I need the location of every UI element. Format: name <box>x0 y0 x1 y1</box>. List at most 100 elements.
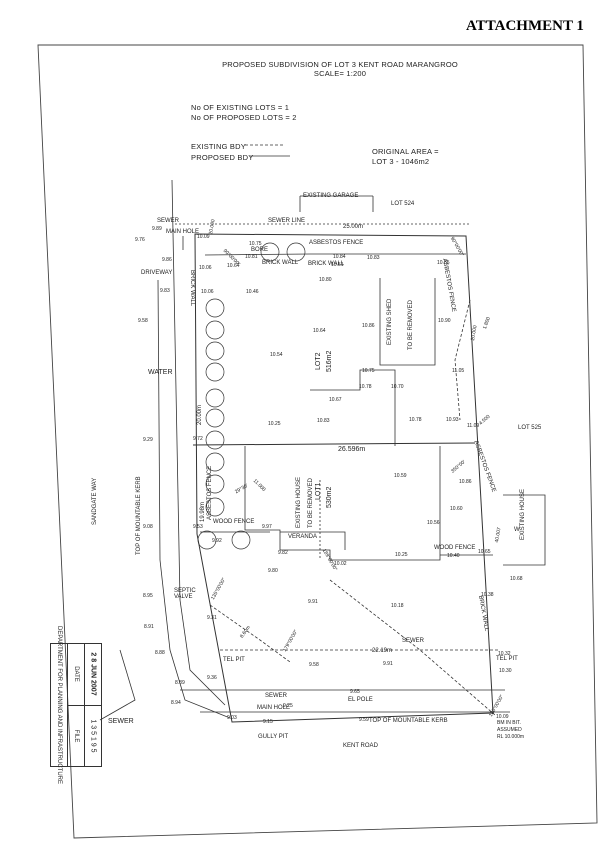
lot-2-area: 516m2 <box>326 350 333 372</box>
existing-house-outline <box>244 446 441 561</box>
lot-524-label: LOT 524 <box>391 201 415 207</box>
stamp-dept: DEPARTMENT FOR PLANNING AND INFRASTRUCTU… <box>56 625 62 785</box>
original-area-value: LOT 3 - 1046m2 <box>372 157 430 166</box>
spot-level: 9.58 <box>138 318 148 324</box>
sewer-left-line <box>99 649 136 721</box>
spot-level: 8.94 <box>171 700 181 706</box>
service-line-1 <box>209 604 291 663</box>
spot-level: 10.64 <box>313 328 326 334</box>
dim-bottom: 22.19m <box>372 648 393 654</box>
spot-level: 9.08 <box>143 524 153 530</box>
kerb-left <box>171 179 226 706</box>
spot-level: 9.80 <box>268 568 278 574</box>
spot-level: 10.09 <box>496 714 509 720</box>
veranda-label: VERANDA <box>288 534 318 540</box>
stamp-file-label: FILE <box>73 729 79 743</box>
spot-level: 10.46 <box>246 289 259 295</box>
septic-valve-label: SEPTIC VALVE <box>174 588 196 600</box>
spot-level: 9.91 <box>308 599 318 605</box>
proposed-dividing-boundary <box>192 442 476 446</box>
spot-level: 10.60 <box>450 506 463 512</box>
department-stamp: DEPARTMENT FOR PLANNING AND INFRASTRUCTU… <box>50 626 102 784</box>
spot-level: 10.70 <box>391 384 404 390</box>
el-pole-label: EL POLE <box>348 697 373 703</box>
existing-shed-label: EXISTING SHED <box>387 298 393 345</box>
water-label: WATER <box>148 369 173 376</box>
driveway-label: DRIVEWAY <box>141 270 173 276</box>
right-offset-line <box>454 299 471 421</box>
spot-level: 9.83 <box>160 288 170 294</box>
spot-level: 10.65 <box>478 549 491 555</box>
existing-garage-label: EXISTING GARAGE <box>303 193 359 199</box>
spot-level: 9.58 <box>309 662 319 668</box>
wood-fence-1-label: WOOD FENCE <box>213 519 255 525</box>
main-hole-top-label: MAIN HOLE <box>166 229 200 235</box>
spot-level: 9.31 <box>207 615 217 621</box>
lot-1-area: 530m2 <box>326 486 333 508</box>
existing-house-right-label: EXISTING HOUSE <box>520 488 526 540</box>
gully-pit-label: GULLY PIT <box>258 734 289 740</box>
stamp-date-label: DATE <box>73 666 79 683</box>
spot-level: 10.81 <box>245 254 258 260</box>
lot-boundary <box>194 233 494 723</box>
spot-level: 10.06 <box>199 265 212 271</box>
spot-level: 10.38 <box>481 592 494 598</box>
shed-outline <box>379 278 436 366</box>
sewer-main-hole-label: SEWER <box>265 693 288 699</box>
veranda-outline <box>280 531 346 550</box>
right-house-outline <box>503 494 546 566</box>
sewer-mid-label: SEWER <box>402 638 425 644</box>
bm-note-2: ASSUMED <box>497 727 522 733</box>
main-hole-bottom-label: MAIN HOLE <box>257 705 291 711</box>
spot-level: 10.90 <box>438 318 451 324</box>
dim-left: 20.00m <box>197 404 203 425</box>
spot-level: 9.97 <box>262 524 272 530</box>
dim-19-98: 19.98m <box>200 501 206 522</box>
proposed-lots-count: No OF PROPOSED LOTS = 2 <box>191 113 297 122</box>
spot-level: 9.72 <box>193 436 203 442</box>
spot-level: 10.80 <box>319 277 332 283</box>
spot-level: 8.88 <box>155 650 165 656</box>
spot-level: 10.68 <box>510 576 523 582</box>
spot-level: 9.29 <box>143 437 153 443</box>
shed-to-be-removed-label: TO BE REMOVED <box>408 300 414 350</box>
spot-level: 10.06 <box>201 289 214 295</box>
spot-level: 10.40 <box>447 553 460 559</box>
spot-level: 11.05 <box>452 368 465 374</box>
drawing-scale: SCALE= 1:200 <box>313 69 367 78</box>
spot-level: 10.86 <box>459 479 472 485</box>
spot-level: 10.30 <box>499 668 512 674</box>
spot-level: 10.32 <box>498 651 511 657</box>
original-area-label: ORIGINAL AREA = <box>372 147 439 156</box>
dim-middle: 26.596m <box>338 446 366 453</box>
kent-road-label: KENT ROAD <box>343 743 378 749</box>
sewer-left-label: SEWER <box>108 718 134 725</box>
spot-level: 10.78 <box>359 384 372 390</box>
spot-level: 8.91 <box>144 624 154 630</box>
service-line-2 <box>329 579 496 716</box>
spot-level: 9.65 <box>350 689 360 695</box>
spot-level: 9.53 <box>193 524 203 530</box>
stamp-date: 2 8 JUN 2007 <box>89 652 97 696</box>
spot-level: 10.67 <box>329 397 342 403</box>
lot-2-label: LOT2 <box>315 352 322 370</box>
spot-level: 10.02 <box>334 561 347 567</box>
brick-wall-1-label: BRICK WALL <box>262 260 299 266</box>
spot-level: 10.75 <box>362 368 375 374</box>
spot-level: 10.64 <box>227 263 240 269</box>
bore-label: BORE <box>251 247 269 253</box>
spot-level: 10.83 <box>317 418 330 424</box>
top-mountable-kerb-left-label: TOP OF MOUNTABLE KERB <box>136 476 142 555</box>
spot-level: 10.54 <box>270 352 283 358</box>
spot-level: 10.09 <box>197 234 210 240</box>
brick-wall-2-label: BRICK WALL <box>308 261 345 267</box>
w-mark: W <box>514 527 520 533</box>
spot-level: 9.15 <box>263 719 273 725</box>
spot-level: 9.89 <box>152 226 162 232</box>
asbestos-fence-top-label: ASBESTOS FENCE <box>309 240 364 246</box>
tel-pit-1-label: TEL PIT <box>223 657 245 663</box>
road-edge <box>157 279 231 719</box>
spot-level: 9.76 <box>135 237 145 243</box>
spot-level: 9.36 <box>207 675 217 681</box>
existing-house-label: EXISTING HOUSE <box>296 476 302 528</box>
